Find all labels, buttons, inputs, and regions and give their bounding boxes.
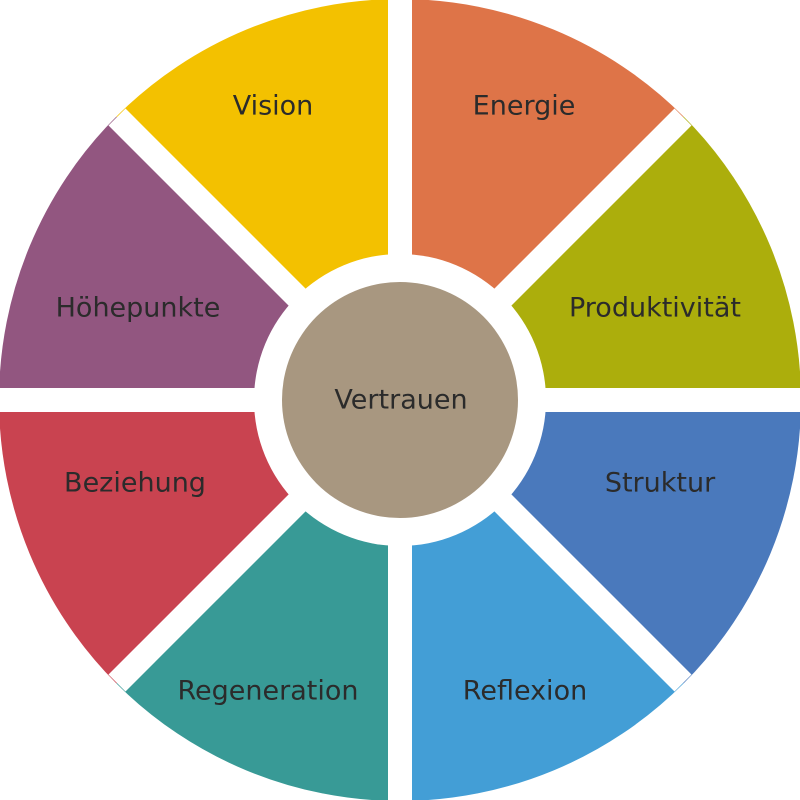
- segment-label-beziehung: Beziehung: [64, 468, 206, 499]
- center-circle: [282, 282, 518, 518]
- segment-label-energie: Energie: [473, 91, 576, 122]
- segment-label-reflexion: Reflexion: [463, 676, 587, 707]
- segment-label-struktur: Struktur: [605, 468, 716, 499]
- segment-label-vision: Vision: [233, 91, 314, 122]
- segment-label-produktivitaet: Produktivität: [569, 293, 741, 324]
- segment-label-hoehepunkte: Höhepunkte: [56, 293, 221, 324]
- center-label: Vertrauen: [334, 385, 467, 416]
- segment-label-regeneration: Regeneration: [178, 676, 359, 707]
